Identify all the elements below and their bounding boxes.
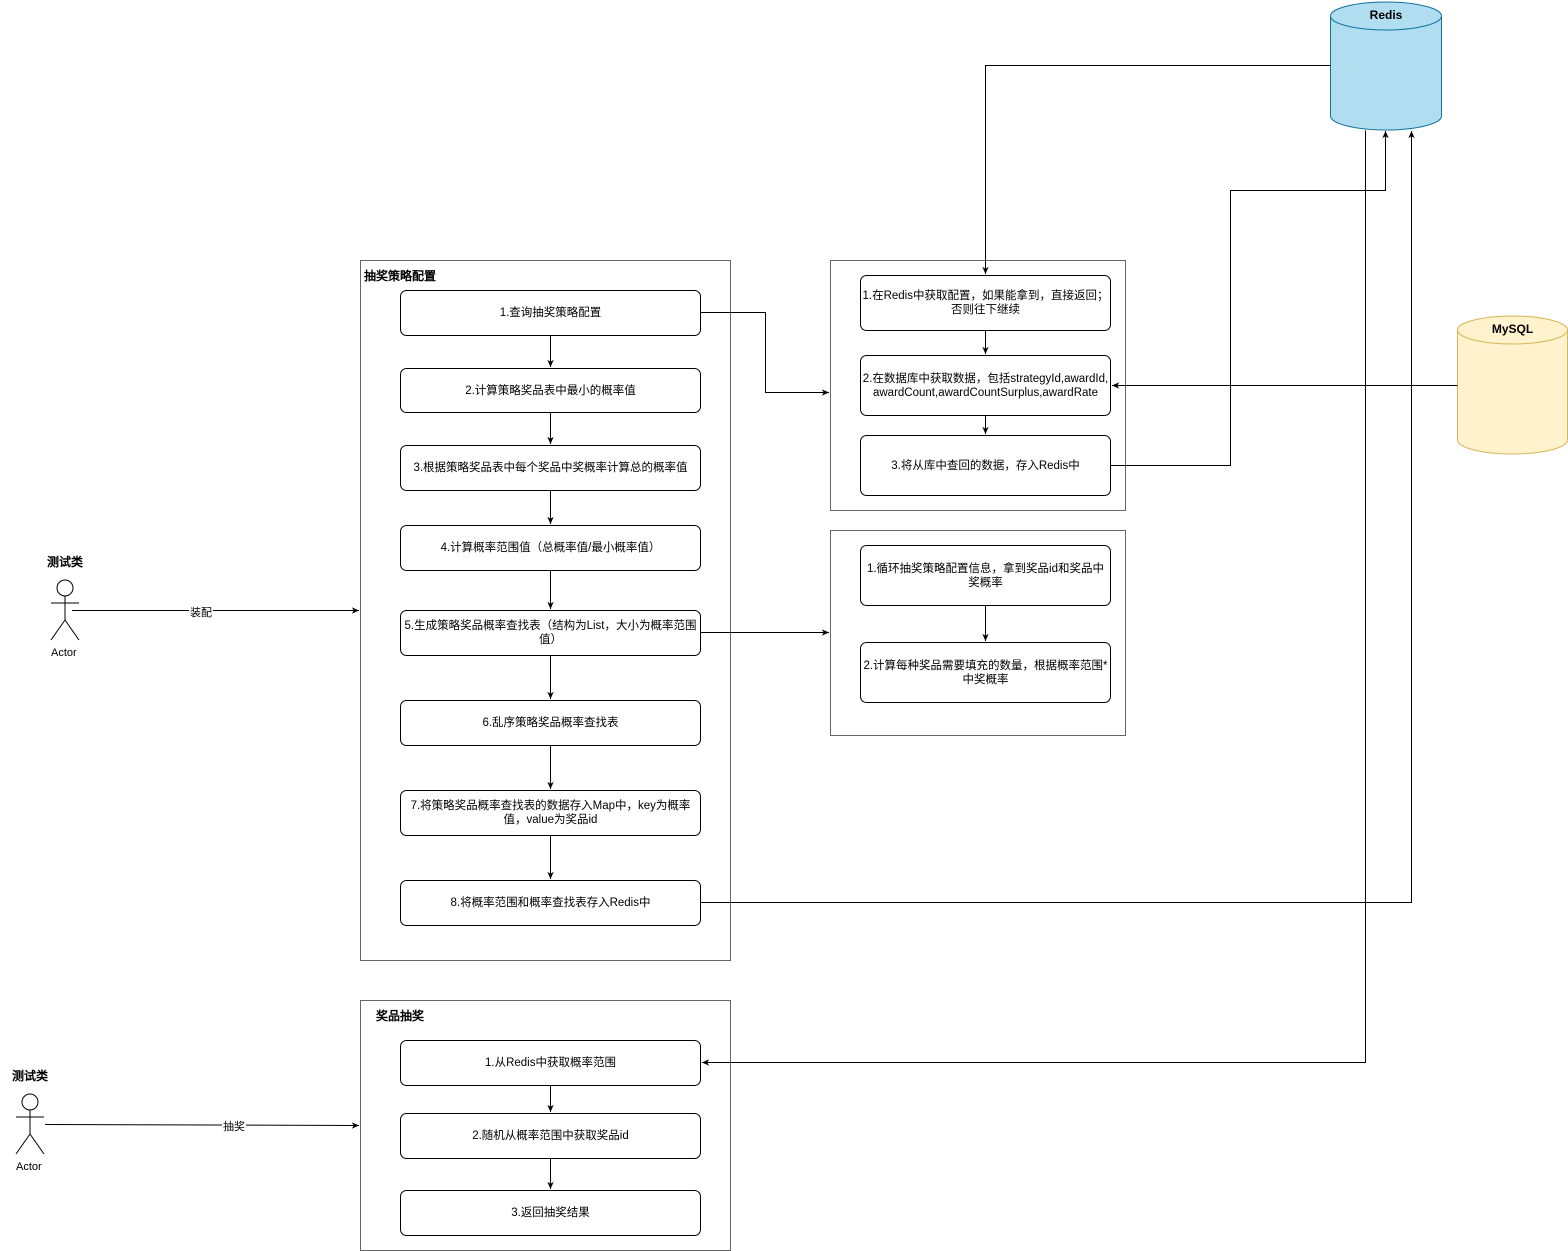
redis-to-query-arrow [982, 65, 1331, 274]
config-step-label: 1.查询抽奖策略配置 [499, 307, 602, 319]
connectors [44, 65, 1458, 1189]
redis-cylinder-icon [1330, 1, 1442, 131]
mysql-cylinder-icon [1457, 315, 1568, 455]
actor-caption: Actor [51, 647, 77, 659]
config-group-title: 抽奖策略配置 [364, 269, 437, 283]
table-step-label: 1.循环抽奖策略配置信息，拿到奖品id和奖品中奖概率 [866, 562, 1105, 589]
actor-title: 测试类 [12, 1069, 49, 1083]
table-step-box [860, 642, 1111, 703]
draw-step-label: 1.从Redis中获取概率范围 [485, 1057, 616, 1069]
actor-caption: Actor [16, 1161, 42, 1173]
actor-icon [15, 1093, 45, 1155]
query-step-label: 2.在数据库中获取数据，包括strategyId,awardId,awardCo… [862, 372, 1109, 399]
edge-label-draw: 抽奖 [222, 1118, 246, 1134]
config-step-label: 4.计算概率范围值（总概率值/最小概率值） [440, 542, 661, 554]
draw-step-box [400, 1190, 701, 1236]
actor-title: 测试类 [47, 555, 84, 569]
actor-icon [50, 579, 80, 641]
query-to-redis-arrow [1110, 131, 1389, 466]
redis-to-draw-arrow [702, 130, 1366, 1066]
config-step-label: 2.计算策略奖品表中最小的概率值 [465, 384, 636, 397]
draw-step-label: 3.返回抽奖结果 [511, 1207, 590, 1219]
draw-group-title: 奖品抽奖 [376, 1009, 425, 1023]
query-step-label: 1.在Redis中获取配置，如果能拿到，直接返回；否则往下继续 [862, 290, 1109, 316]
config-step-label: 5.生成策略奖品概率查找表（结构为List，大小为概率范围值） [404, 620, 697, 646]
mysql-label: MySQL [1491, 322, 1534, 336]
actor2-to-draw-arrow [44, 1122, 360, 1129]
step1-to-query-arrow [700, 312, 829, 396]
query-step-label: 3.将从库中查回的数据，存入Redis中 [891, 459, 1080, 472]
redis-label: Redis [1369, 8, 1403, 22]
config-step-label: 8.将概率范围和概率查找表存入Redis中 [450, 897, 651, 909]
config-step-label: 7.将策略奖品概率查找表的数据存入Map中，key为概率值，value为奖品id [410, 800, 691, 826]
config-step-label: 6.乱序策略奖品概率查找表 [482, 717, 619, 729]
config-step-label: 3.根据策略奖品表中每个奖品中奖概率计算总的概率值 [413, 462, 688, 474]
table-step-label: 2.计算每种奖品需要填充的数量，根据概率范围*中奖概率 [863, 659, 1108, 686]
draw-step-label: 2.随机从概率范围中获取奖品id [472, 1130, 629, 1142]
step8-to-redis-arrow [700, 131, 1415, 903]
edge-label-assemble: 装配 [189, 604, 213, 620]
